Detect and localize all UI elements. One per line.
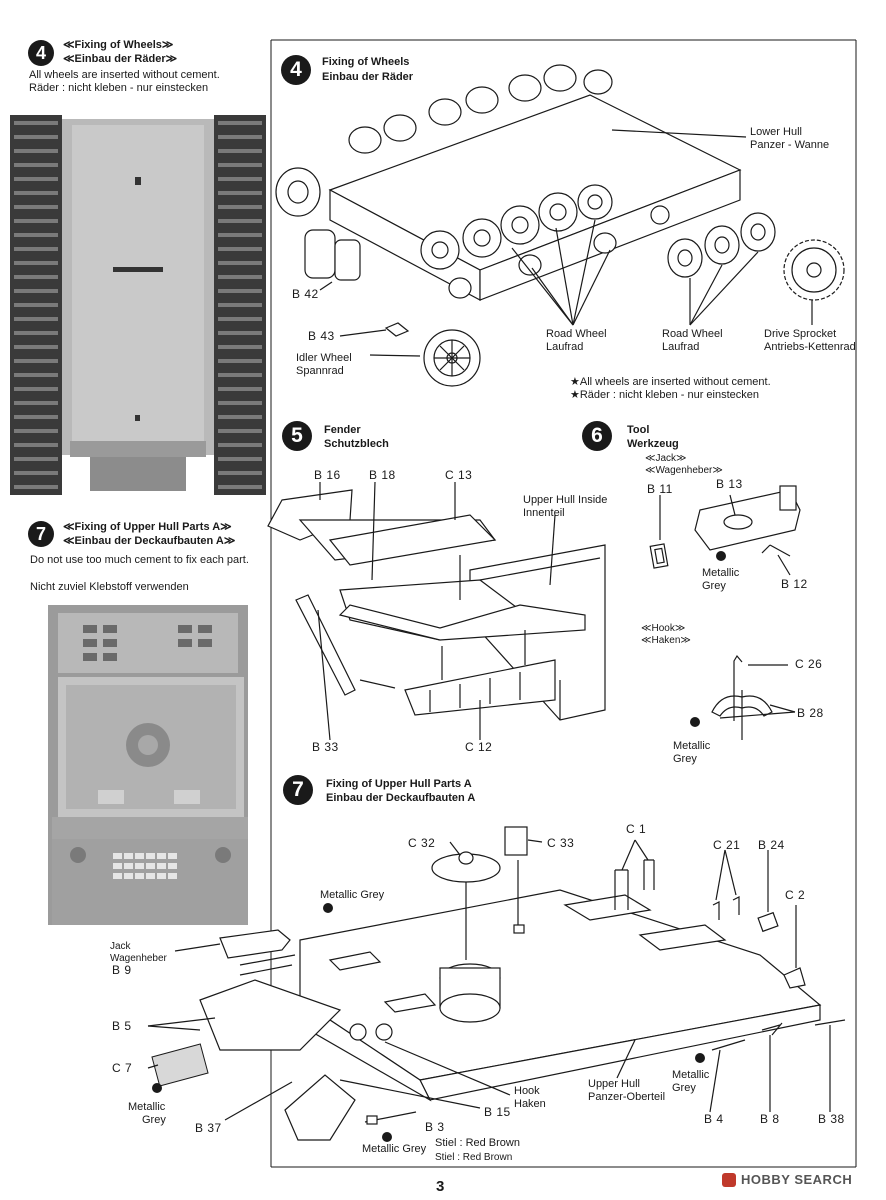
part-b38: B 38: [818, 1112, 845, 1126]
part-c12: C 12: [465, 740, 493, 754]
metallic-grey-2-en: Metallic: [673, 740, 711, 752]
upper-hull-label-de: Panzer-Oberteil: [588, 1091, 666, 1103]
hook-label-en: Hook: [514, 1085, 540, 1097]
upper-hull-inside-label-en: Upper Hull Inside: [523, 494, 608, 506]
step4-title-de: Einbau der Räder: [322, 71, 414, 83]
part-b43: B 43: [308, 329, 335, 343]
metallic-grey-top-label: Metallic Grey: [320, 889, 385, 901]
drive-sprocket-label-en: Drive Sprocket: [764, 328, 837, 340]
step6-title-en: Tool: [627, 424, 650, 436]
part-b13: B 13: [716, 477, 743, 491]
step-title-de: ≪Einbau der Räder≫: [63, 53, 178, 65]
part-b42: B 42: [292, 287, 319, 301]
step4-footnote-de: ★Räder : nicht kleben - nur einstecken: [570, 389, 760, 401]
part-b16: B 16: [314, 468, 341, 482]
lower-hull-photo: [10, 105, 266, 505]
part-b3: B 3: [425, 1120, 445, 1134]
step7-number-badge: 7: [283, 775, 313, 805]
step7-title-en: Fixing of Upper Hull Parts A: [326, 778, 472, 790]
step-note-de: Räder : nicht kleben - nur einstecken: [29, 82, 209, 94]
watermark: HOBBY SEARCH: [722, 1172, 852, 1187]
lower-hull-label-de: Panzer - Wanne: [750, 139, 830, 151]
metallic-grey-left-de: Grey: [142, 1114, 166, 1126]
step-number-badge: 7: [28, 521, 54, 547]
part-b33: B 33: [312, 740, 339, 754]
part-b28: B 28: [797, 706, 824, 720]
step-note-de: Nicht zuviel Klebstoff verwenden: [30, 581, 189, 593]
step-note-en: All wheels are inserted without cement.: [29, 69, 220, 81]
part-b37: B 37: [195, 1121, 222, 1135]
step7-title-de: Einbau der Deckaufbauten A: [326, 792, 476, 804]
jack-label-en: Jack: [110, 941, 131, 952]
step4-title-en: Fixing of Wheels: [322, 56, 410, 68]
part-b5: B 5: [112, 1019, 132, 1033]
step5-title-en: Fender: [324, 424, 361, 436]
road-wheel-2-label-de: Laufrad: [662, 341, 700, 353]
part-b8: B 8: [760, 1112, 780, 1126]
part-b15: B 15: [484, 1105, 511, 1119]
part-b12: B 12: [781, 577, 808, 591]
road-wheel-2-label-en: Road Wheel: [662, 328, 723, 340]
part-b4: B 4: [704, 1112, 724, 1126]
part-b18: B 18: [369, 468, 396, 482]
part-c32: C 32: [408, 836, 436, 850]
hook-subtitle-en: ≪Hook≫: [641, 623, 686, 634]
metallic-grey-1-en: Metallic: [702, 567, 740, 579]
part-c7: C 7: [112, 1061, 133, 1075]
step4-footnote-en: ★All wheels are inserted without cement.: [570, 376, 771, 388]
watermark-text: HOBBY SEARCH: [741, 1172, 853, 1187]
step-title-en: ≪Fixing of Upper Hull Parts A≫: [63, 521, 232, 533]
hook-subtitle-de: ≪Haken≫: [641, 635, 691, 646]
upper-hull-photo: [28, 605, 268, 925]
part-c13: C 13: [445, 468, 473, 482]
step-title-de: ≪Einbau der Deckaufbauten A≫: [63, 535, 236, 547]
stiel-label-de: Stiel : Red Brown: [435, 1152, 513, 1163]
part-c26: C 26: [795, 657, 823, 671]
step-number-badge: 4: [28, 40, 54, 66]
part-b24: B 24: [758, 838, 785, 852]
idler-wheel-label-de: Spannrad: [296, 365, 344, 377]
step6-title-de: Werkzeug: [627, 438, 679, 450]
metallic-grey-right-de: Grey: [672, 1082, 696, 1094]
road-wheel-1-label-en: Road Wheel: [546, 328, 607, 340]
metallic-grey-right-en: Metallic: [672, 1069, 710, 1081]
road-wheel-1-label-de: Laufrad: [546, 341, 584, 353]
metallic-grey-left-en: Metallic: [128, 1101, 166, 1113]
upper-hull-label-en: Upper Hull: [588, 1078, 640, 1090]
drive-sprocket-label-de: Antriebs-Kettenrad: [764, 341, 856, 353]
step5-title-de: Schutzblech: [324, 438, 389, 450]
idler-wheel-label-en: Idler Wheel: [296, 352, 352, 364]
part-c21: C 21: [713, 838, 741, 852]
part-c33: C 33: [547, 836, 575, 850]
part-b9: B 9: [112, 963, 132, 977]
step-note-en: Do not use too much cement to fix each p…: [30, 554, 249, 566]
metallic-grey-bottom-label: Metallic Grey: [362, 1143, 427, 1155]
lower-hull-label-en: Lower Hull: [750, 126, 802, 138]
metallic-grey-1-de: Grey: [702, 580, 726, 592]
upper-hull-inside-label-de: Innenteil: [523, 507, 565, 519]
part-c1: C 1: [626, 822, 647, 836]
step-title-en: ≪Fixing of Wheels≫: [63, 39, 174, 51]
part-c2: C 2: [785, 888, 806, 902]
hook-label-de: Haken: [514, 1098, 546, 1110]
jack-subtitle-en: ≪Jack≫: [645, 453, 687, 464]
step4-number-badge: 4: [281, 55, 311, 85]
page-number: 3: [436, 1178, 445, 1195]
jack-subtitle-de: ≪Wagenheber≫: [645, 465, 723, 476]
watermark-logo-icon: [722, 1172, 736, 1187]
part-b11: B 11: [647, 482, 673, 496]
metallic-grey-2-de: Grey: [673, 753, 697, 765]
stiel-label-en: Stiel : Red Brown: [435, 1137, 520, 1149]
step6-number-badge: 6: [582, 421, 612, 451]
step5-number-badge: 5: [282, 421, 312, 451]
jack-label-de: Wagenheber: [110, 953, 167, 964]
